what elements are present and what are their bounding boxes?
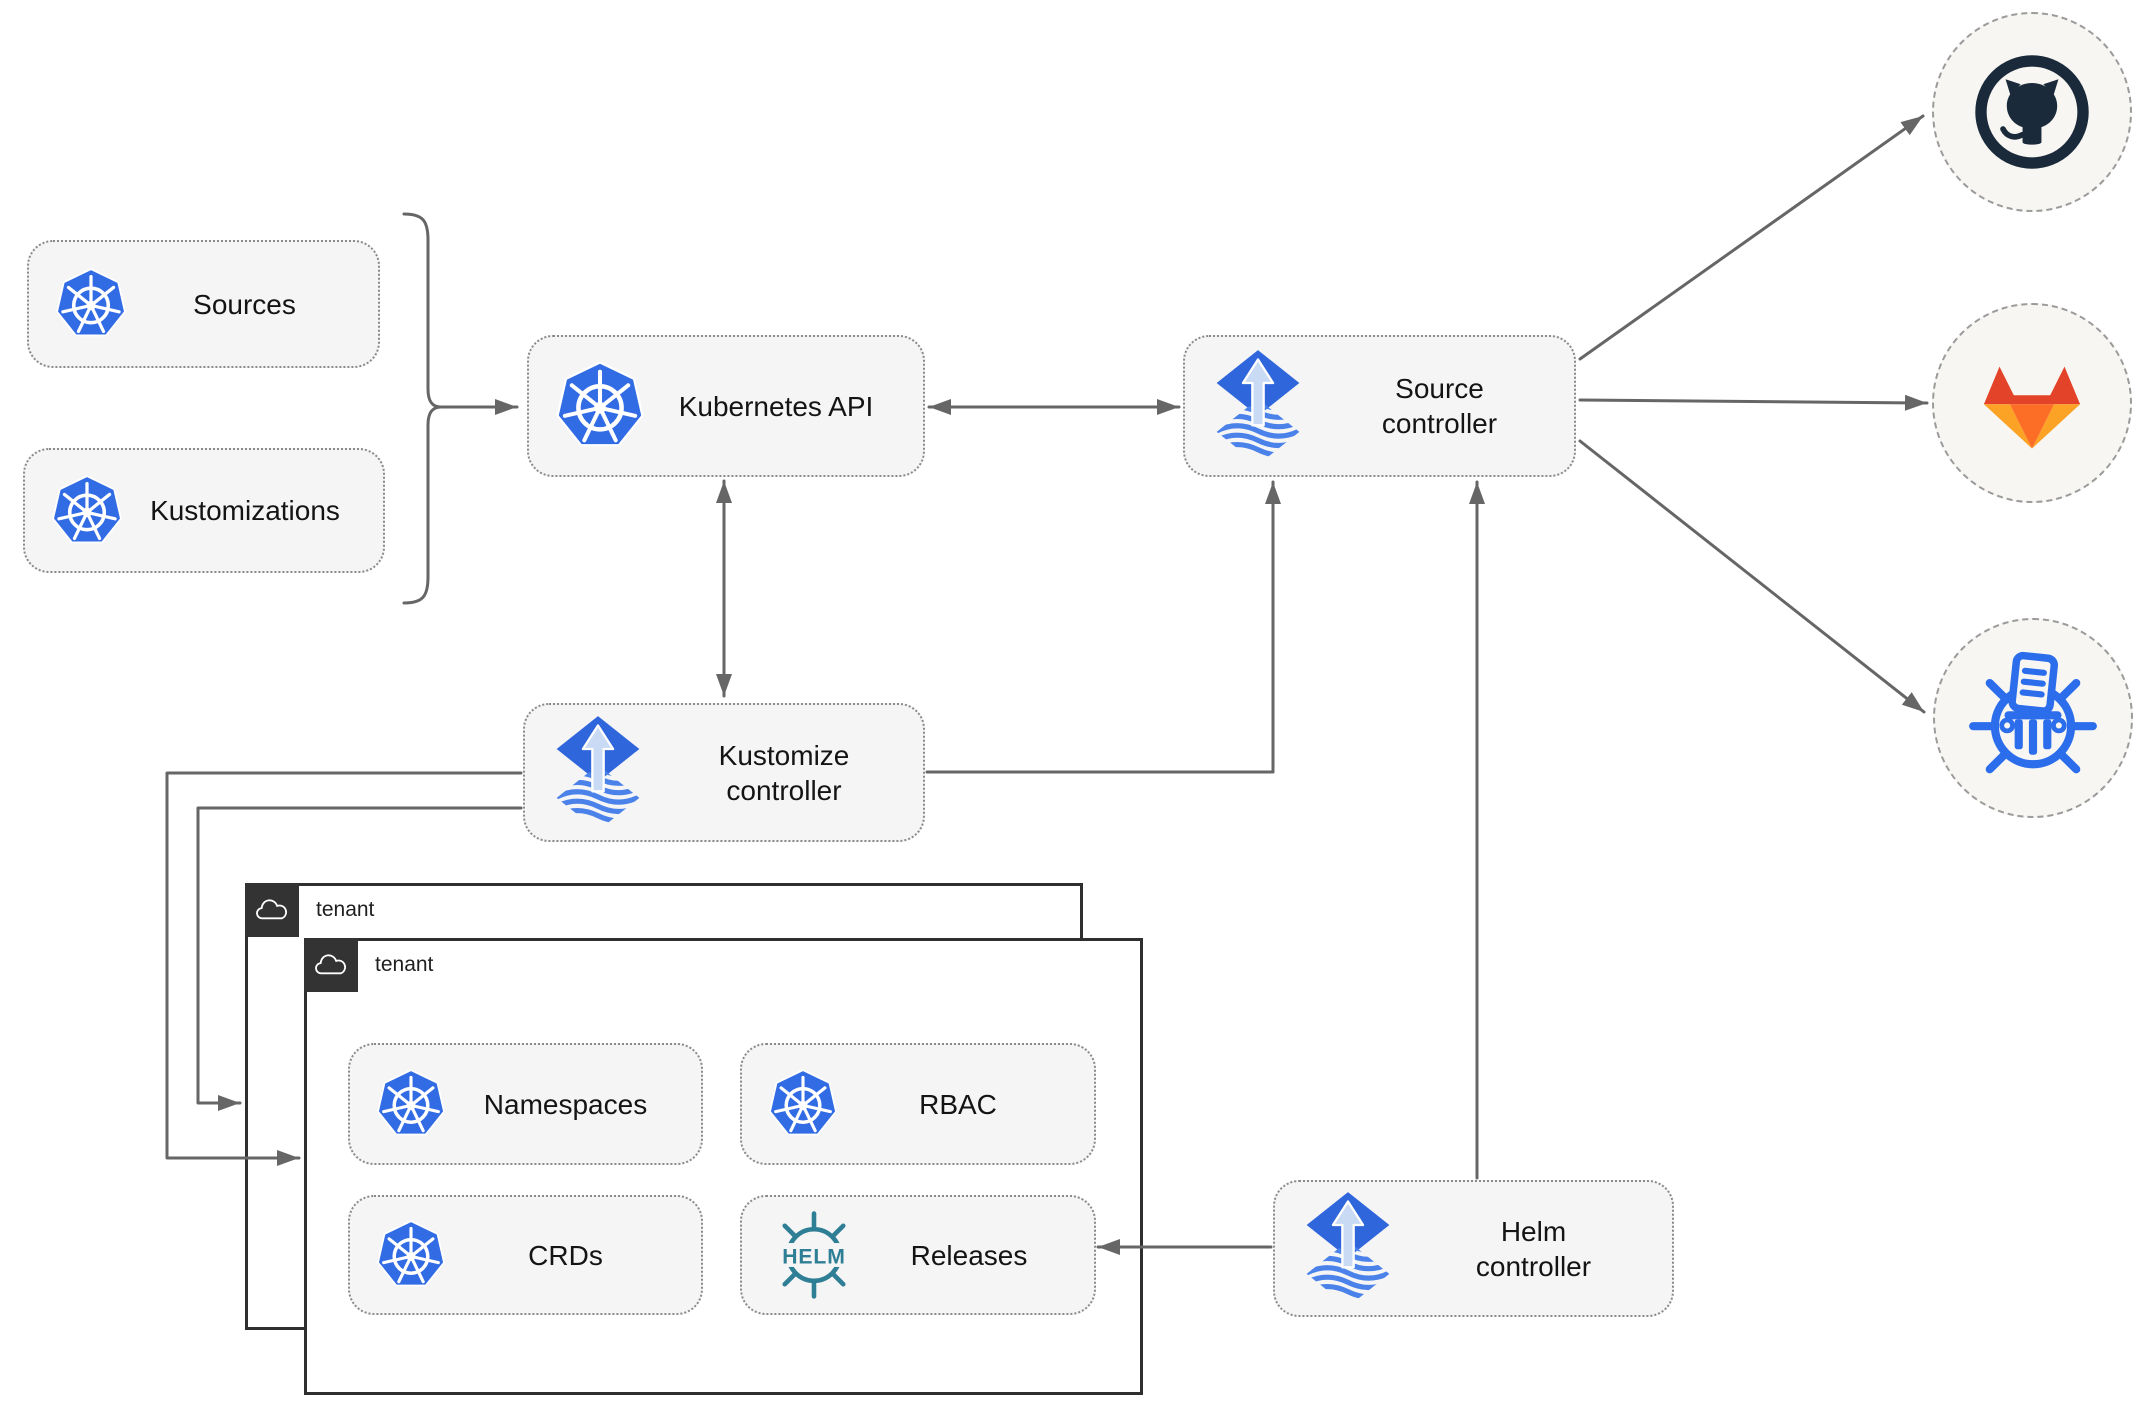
node-label: Helm controller bbox=[1475, 1215, 1592, 1282]
node-label: Source controller bbox=[1381, 373, 1498, 439]
kubernetes-icon bbox=[51, 475, 123, 547]
node-releases: Releases bbox=[740, 1195, 1096, 1315]
tenant-label: tenant bbox=[316, 898, 375, 921]
endpoint-github bbox=[1932, 12, 2132, 212]
node-kubernetes-api: Kubernetes API bbox=[527, 335, 925, 477]
node-label: Releases bbox=[910, 1239, 1028, 1271]
node-label: Kustomizations bbox=[150, 495, 340, 526]
cloud-icon bbox=[313, 952, 349, 979]
node-sources: Sources bbox=[27, 240, 380, 368]
node-kustomizations: Kustomizations bbox=[23, 448, 385, 573]
node-rbac: RBAC bbox=[740, 1043, 1096, 1165]
arrow-source-controller-to-github bbox=[1578, 114, 1925, 361]
grouping-bracket bbox=[402, 212, 442, 605]
endpoint-gitlab bbox=[1932, 303, 2132, 503]
kubernetes-icon bbox=[768, 1069, 838, 1139]
endpoint-chartmuseum bbox=[1933, 618, 2133, 818]
kubernetes-icon bbox=[55, 268, 127, 340]
tenant-header bbox=[304, 938, 358, 992]
node-label: Namespaces bbox=[483, 1088, 648, 1120]
helm-icon bbox=[768, 1209, 860, 1301]
arrow-source-controller-to-gitlab bbox=[1578, 394, 1929, 411]
kubernetes-icon bbox=[555, 361, 645, 451]
github-icon bbox=[1969, 49, 2095, 175]
node-helm-controller: Helm controller bbox=[1273, 1180, 1674, 1317]
node-source-controller: Source controller bbox=[1183, 335, 1576, 477]
flux-icon bbox=[551, 714, 645, 831]
kubernetes-icon bbox=[376, 1220, 446, 1290]
node-label: RBAC bbox=[919, 1088, 997, 1120]
kubernetes-icon bbox=[376, 1069, 446, 1139]
tenant-label: tenant bbox=[375, 953, 434, 976]
node-label: Sources bbox=[193, 288, 296, 320]
node-kustomize-controller: Kustomize controller bbox=[523, 703, 925, 842]
arrow-source-controller-to-chartmuseum bbox=[1578, 439, 1926, 714]
flux-icon bbox=[1211, 348, 1305, 465]
node-label: CRDs bbox=[528, 1239, 603, 1271]
node-namespaces: Namespaces bbox=[348, 1043, 703, 1165]
node-label: Kustomize controller bbox=[718, 739, 850, 806]
flux-icon bbox=[1301, 1190, 1395, 1307]
node-label: Kubernetes API bbox=[678, 390, 874, 422]
arrow-kustomize-to-source-controller bbox=[925, 480, 1281, 774]
cloud-icon bbox=[254, 897, 290, 924]
chartmuseum-icon bbox=[1965, 650, 2101, 786]
tenant-box-front: tenant Namespaces RBAC CRDs Releases bbox=[304, 938, 1143, 1395]
node-crds: CRDs bbox=[348, 1195, 703, 1315]
gitlab-icon bbox=[1967, 351, 2097, 455]
tenant-header bbox=[245, 883, 299, 937]
